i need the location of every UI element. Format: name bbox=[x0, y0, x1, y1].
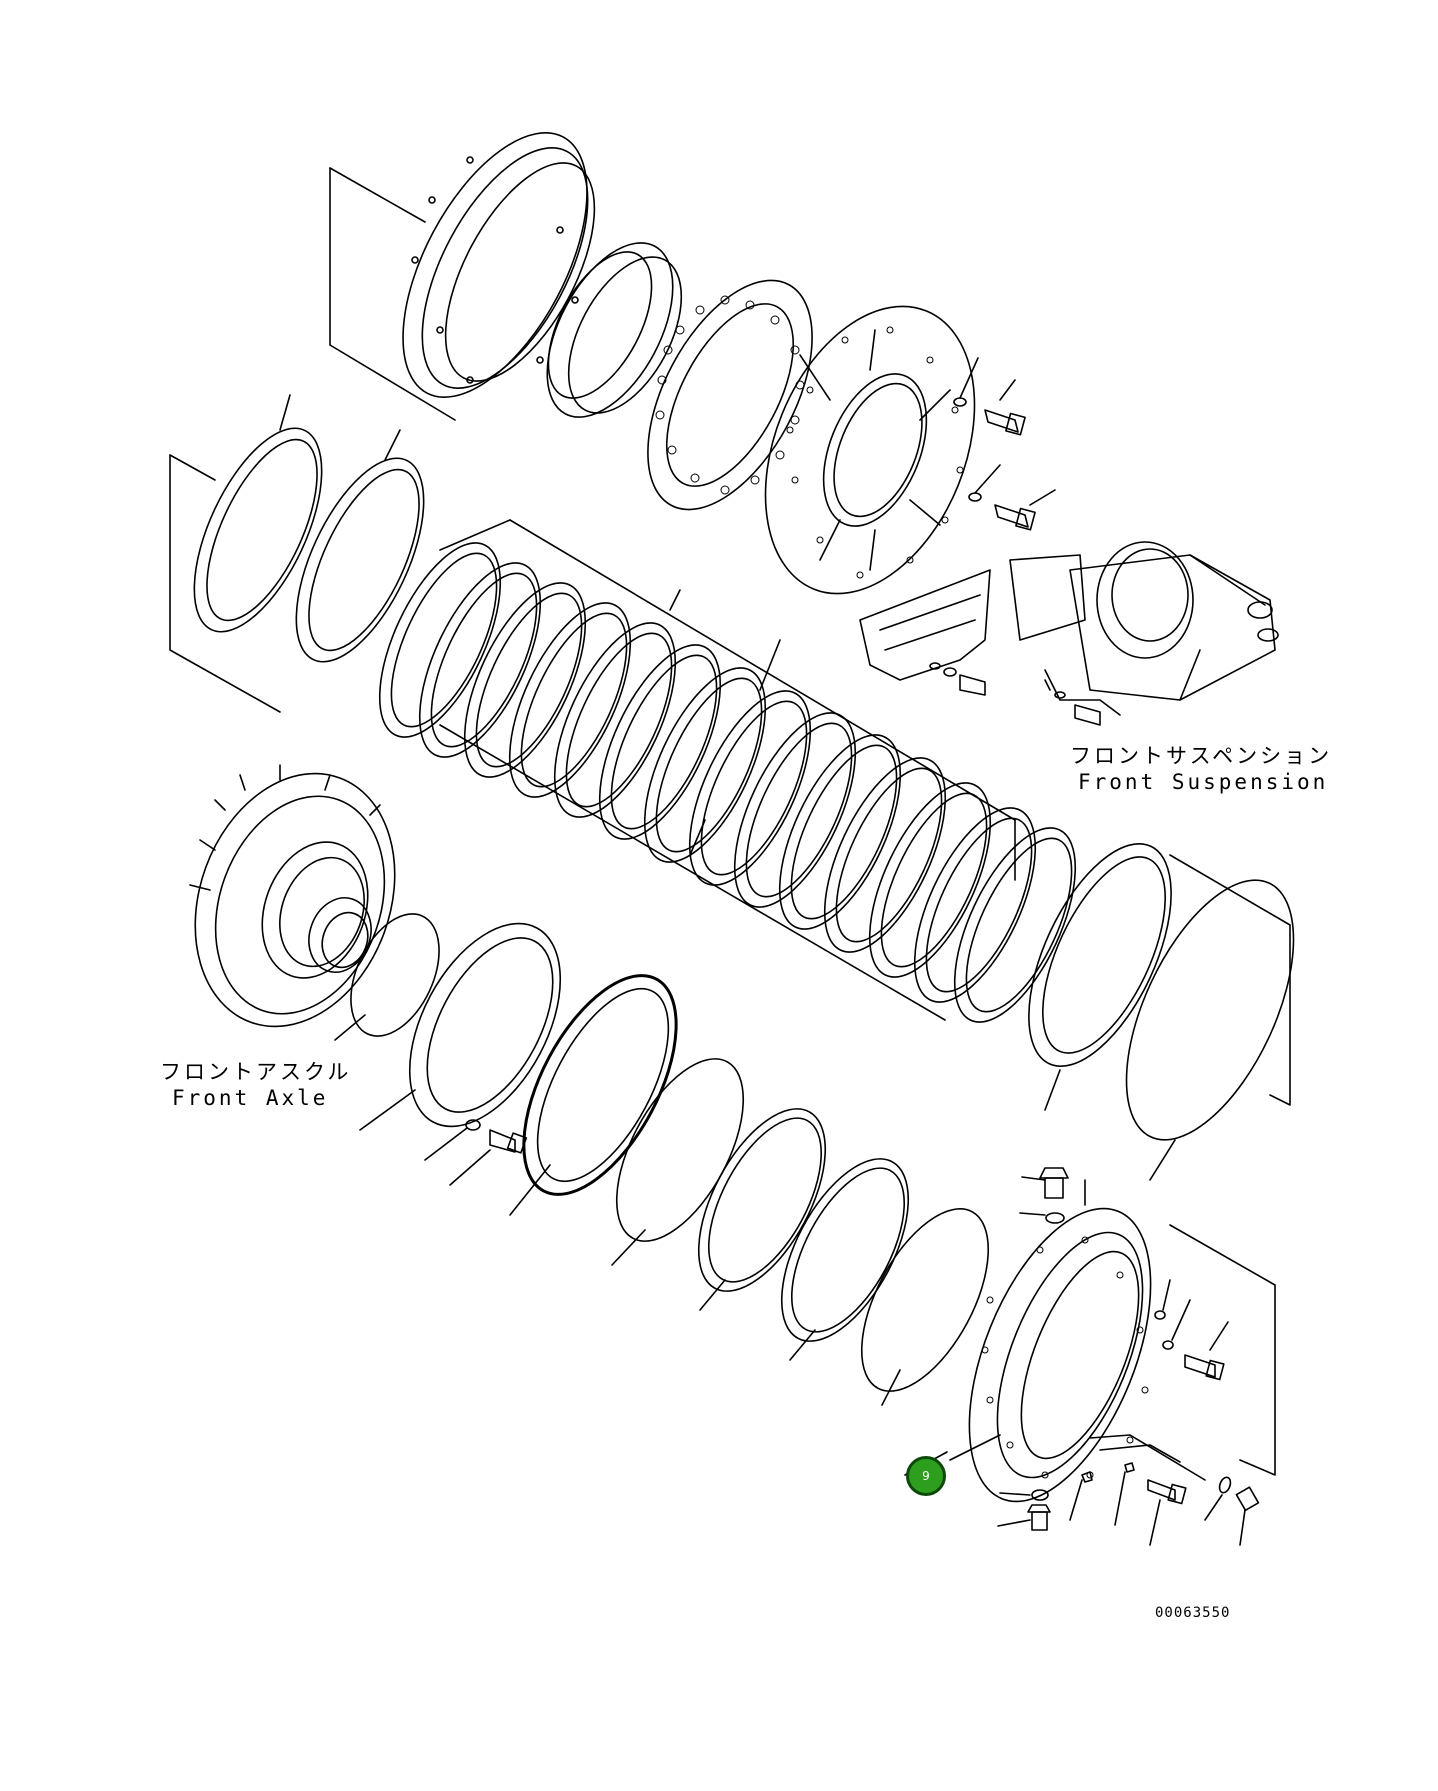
drawing-number: 00063550 bbox=[1155, 1605, 1231, 1621]
brake-plate bbox=[726, 275, 1015, 624]
front-axle-label-jp: フロントアスクル bbox=[160, 1060, 352, 1084]
callout-9[interactable]: 9 bbox=[906, 1456, 946, 1496]
outer-cover-housing bbox=[932, 1180, 1187, 1527]
thick-seal-ring bbox=[492, 952, 707, 1218]
caliper-bracket bbox=[860, 570, 990, 695]
group-bracket-right bbox=[1170, 855, 1290, 1105]
front-axle-label-en: Front Axle bbox=[172, 1086, 329, 1110]
perforated-disc bbox=[614, 254, 846, 536]
bolt-set-upper bbox=[954, 358, 1055, 530]
seal-rings-left bbox=[168, 395, 450, 680]
front-axle-hub bbox=[161, 745, 428, 1054]
group-bracket-top bbox=[330, 168, 455, 420]
bolt-set-lower-right bbox=[1155, 1280, 1228, 1380]
hub-sleeve bbox=[521, 223, 704, 438]
front-suspension-label-en: Front Suspension bbox=[1078, 770, 1329, 794]
front-suspension-label-jp: フロントサスペンション bbox=[1070, 744, 1333, 768]
retainer-plate bbox=[360, 899, 591, 1185]
seal-rings-right bbox=[999, 823, 1328, 1180]
housing-ring-large bbox=[365, 104, 625, 426]
group-bracket-lower-right bbox=[1170, 1225, 1275, 1475]
bolt-set-bottom bbox=[998, 1435, 1258, 1545]
friction-disc-stack bbox=[355, 526, 1100, 1039]
lower-rings bbox=[591, 1039, 1015, 1411]
o-ring-small bbox=[333, 900, 457, 1050]
front-suspension-assembly bbox=[1010, 542, 1278, 725]
group-bracket-left bbox=[170, 455, 280, 712]
drain-plug-top bbox=[1020, 1168, 1068, 1223]
disc-stack-bracket bbox=[440, 520, 1015, 1020]
